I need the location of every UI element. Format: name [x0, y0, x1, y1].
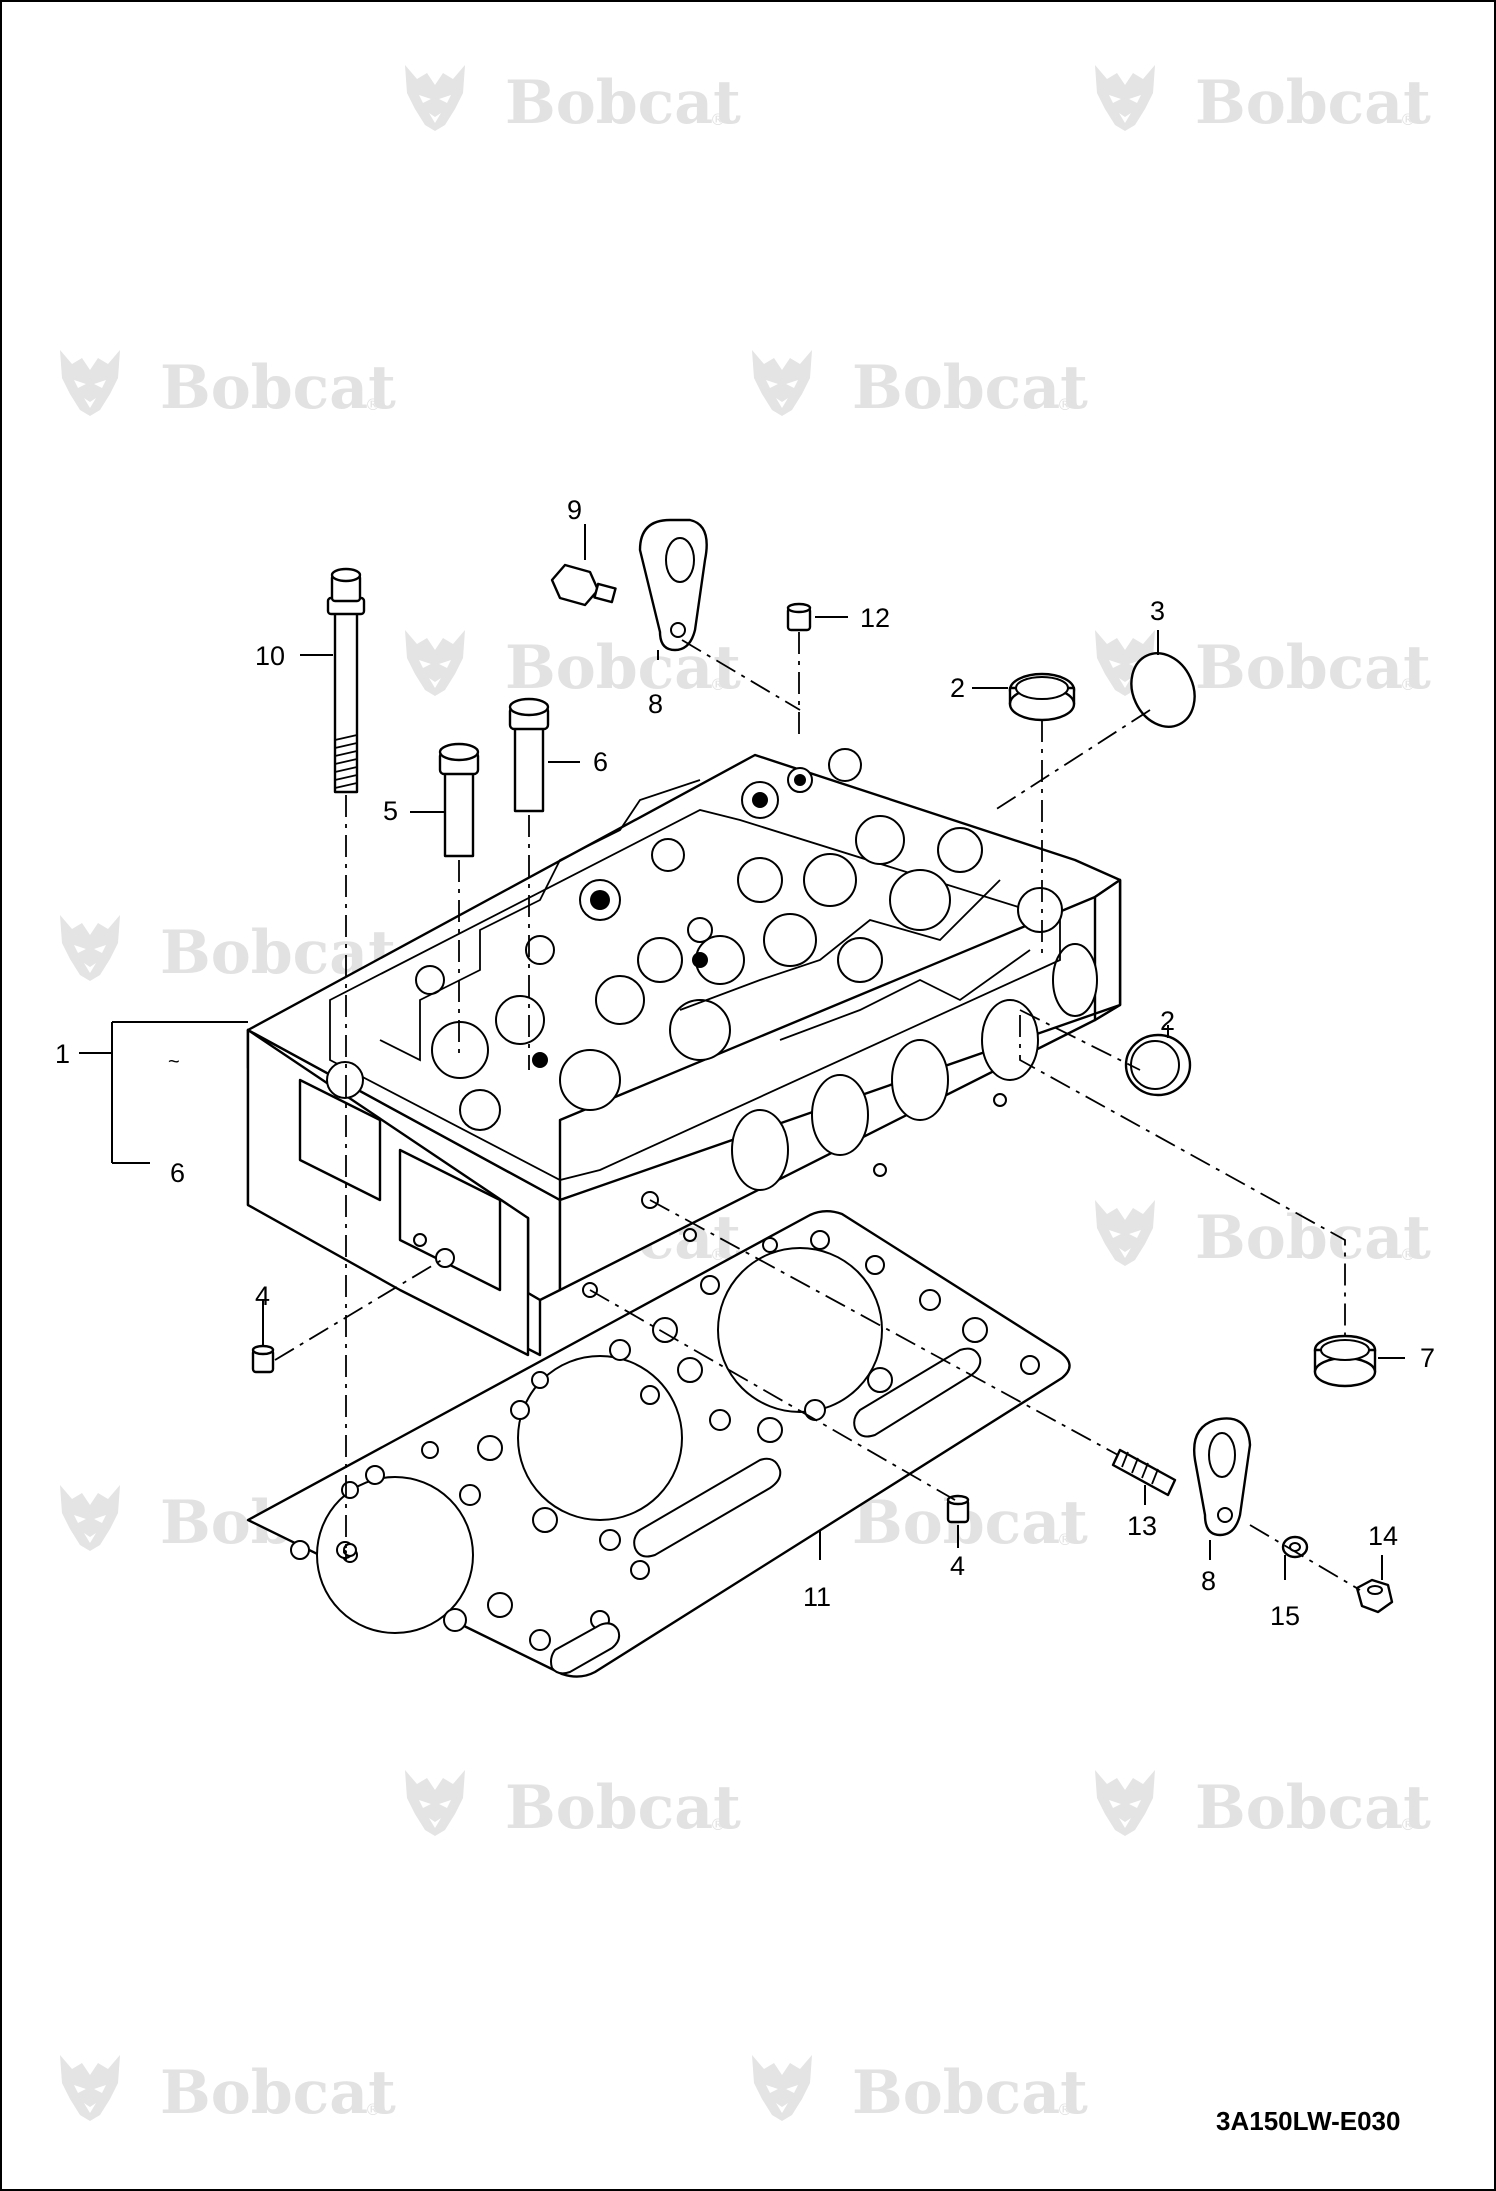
bobcat-head-icon: [60, 350, 120, 416]
watermark-brand: Bobcat: [852, 353, 1088, 423]
watermark-brand: Bobcat: [160, 2058, 396, 2128]
watermark-11: Bobcat®: [752, 1485, 1088, 1558]
callout-5: 5: [383, 796, 398, 826]
plug-2-upper: [1008, 672, 1076, 722]
cylinder-head-gasket: [246, 1210, 1071, 1678]
leader-lines: [79, 524, 1405, 1580]
watermark-14: Bobcat®: [60, 2055, 396, 2128]
callout-4-left: 4: [255, 1281, 270, 1311]
hanger-bracket-bottom: [1193, 1417, 1252, 1537]
watermark-brand: Bobcat: [505, 1773, 741, 1843]
valve-guide-5: [438, 742, 480, 858]
callout-1-range-end: 6: [170, 1158, 185, 1188]
drawing-reference-id: 3A150LW-E030: [1216, 2106, 1400, 2136]
bobcat-head-icon: [752, 350, 812, 416]
watermark-brand: Bobcat: [1195, 1203, 1431, 1273]
head-bolt: [326, 567, 366, 794]
callout-11: 11: [803, 1582, 831, 1612]
bobcat-head-icon: [60, 915, 120, 981]
assembly-lines: [274, 632, 1361, 1591]
bobcat-head-icon: [1095, 1200, 1155, 1266]
callout-3: 3: [1150, 596, 1165, 626]
bobcat-head-icon: [405, 1770, 465, 1836]
bobcat-head-icon: [752, 2055, 812, 2121]
watermark-brand: Bobcat: [505, 633, 741, 703]
cylinder-head-assembly: [246, 748, 1122, 1357]
watermark-registered-mark: ®: [710, 110, 726, 129]
plug-4-left: [251, 1344, 275, 1374]
callout-13: 13: [1127, 1511, 1157, 1541]
plug-7: [1313, 1334, 1377, 1388]
bobcat-head-icon: [1095, 65, 1155, 131]
valve-guide-6: [508, 697, 550, 813]
washer: [1281, 1535, 1309, 1559]
plug-9: [550, 563, 617, 607]
watermark-registered-mark: ®: [1400, 675, 1416, 694]
watermark-3: Bobcat®: [752, 350, 1088, 423]
bobcat-head-icon: [60, 2055, 120, 2121]
callout-8-bottom: 8: [1201, 1566, 1216, 1596]
callout-9: 9: [567, 495, 582, 525]
watermark-0: Bobcat®: [405, 65, 741, 138]
callout-4-bottom: 4: [950, 1551, 965, 1581]
callout-1-range-separator: ~: [168, 1051, 180, 1073]
watermark-4: Bobcat®: [405, 630, 741, 703]
watermark-brand: Bobcat: [1195, 1773, 1431, 1843]
watermark-registered-mark: ®: [710, 675, 726, 694]
callout-8-top: 8: [648, 689, 663, 719]
callout-14: 14: [1368, 1521, 1398, 1551]
watermark-registered-mark: ®: [1057, 395, 1073, 414]
watermark-registered-mark: ®: [710, 1815, 726, 1834]
watermark-registered-mark: ®: [365, 395, 381, 414]
plug-2-lower: [1124, 1033, 1192, 1097]
callouts: 1 ~ 6 10 5 6 9 8 12 2 3 2 7 4 4 11 13 8 …: [55, 495, 1435, 1631]
watermark-13: Bobcat®: [1095, 1770, 1431, 1843]
watermark-9: Bobcat®: [1095, 1200, 1431, 1273]
callout-7: 7: [1420, 1343, 1435, 1373]
watermark-registered-mark: ®: [710, 1245, 726, 1264]
watermark-1: Bobcat®: [1095, 65, 1431, 138]
callout-10: 10: [255, 641, 285, 671]
watermark-registered-mark: ®: [1400, 1245, 1416, 1264]
watermark-15: Bobcat®: [752, 2055, 1088, 2128]
watermark-12: Bobcat®: [405, 1770, 741, 1843]
bobcat-head-icon: [405, 630, 465, 696]
watermark-5: Bobcat®: [1095, 630, 1431, 703]
watermark-brand: Bobcat: [1195, 633, 1431, 703]
watermark-2: Bobcat®: [60, 350, 396, 423]
callout-2-lower: 2: [1160, 1006, 1175, 1036]
watermark-registered-mark: ®: [1400, 1815, 1416, 1834]
bobcat-head-icon: [405, 65, 465, 131]
watermark-brand: Bobcat: [160, 353, 396, 423]
watermark-brand: Bobcat: [505, 68, 741, 138]
stud-bolt: [1111, 1448, 1177, 1497]
callout-12: 12: [860, 603, 890, 633]
callout-6: 6: [593, 747, 608, 777]
watermark-brand: Bobcat: [1195, 68, 1431, 138]
watermark-registered-mark: ®: [1400, 110, 1416, 129]
bobcat-head-icon: [1095, 1770, 1155, 1836]
plug-4-bottom: [946, 1494, 970, 1524]
watermark-registered-mark: ®: [365, 2100, 381, 2119]
hanger-bracket-top: [638, 518, 708, 652]
bobcat-head-icon: [60, 1485, 120, 1551]
watermark-brand: Bobcat: [852, 1488, 1088, 1558]
callout-1: 1: [55, 1039, 70, 1069]
plug-3: [1130, 652, 1196, 728]
watermark-registered-mark: ®: [1057, 2100, 1073, 2119]
callout-2-upper: 2: [950, 673, 965, 703]
watermark-brand: Bobcat: [852, 2058, 1088, 2128]
watermark-registered-mark: ®: [1057, 1530, 1073, 1549]
callout-15: 15: [1270, 1601, 1300, 1631]
nut: [1355, 1578, 1394, 1614]
plug-12: [786, 602, 812, 632]
